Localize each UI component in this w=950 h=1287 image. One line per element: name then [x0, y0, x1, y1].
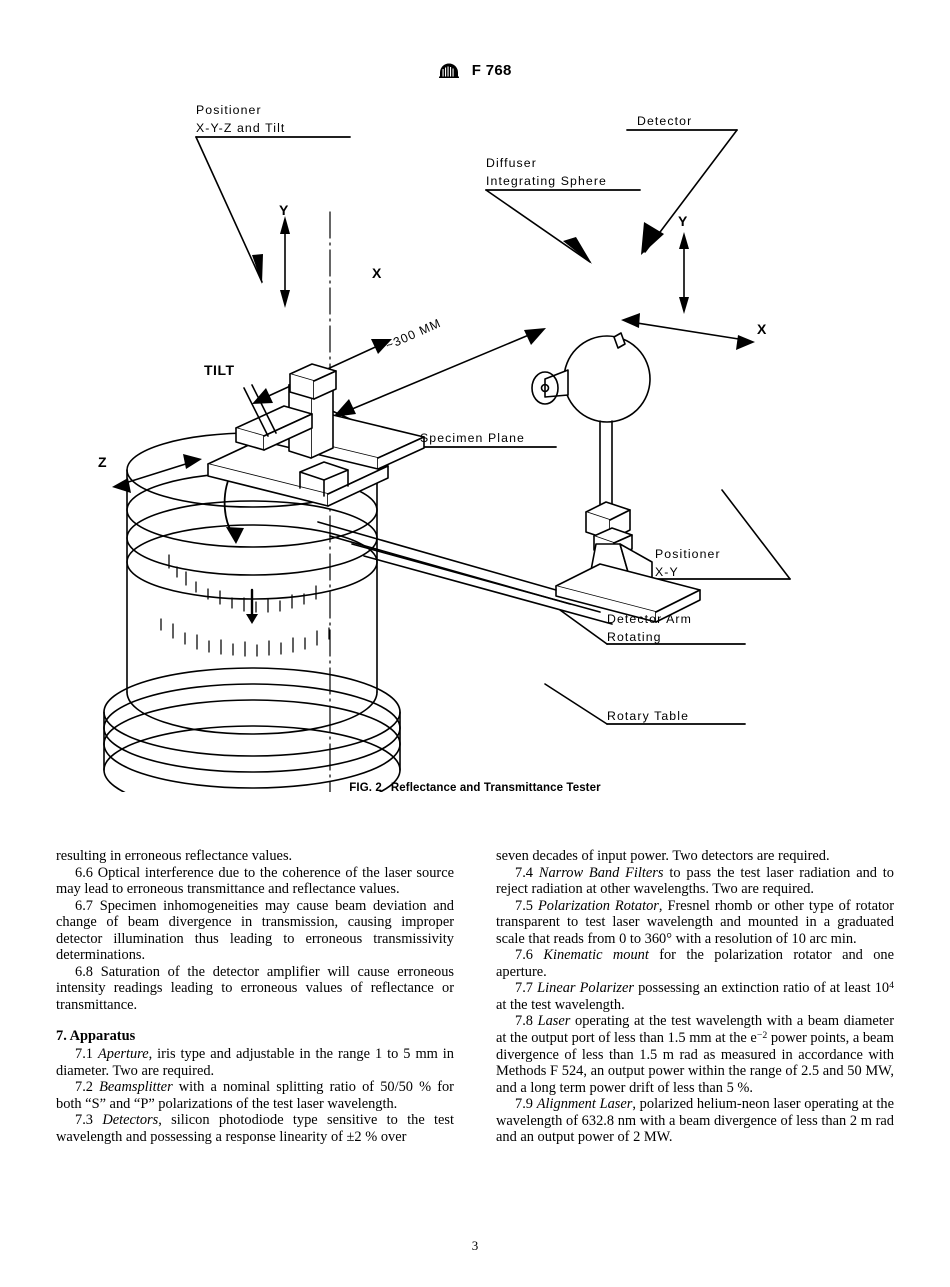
section-heading-title: Apparatus [69, 1028, 136, 1045]
paragraph-7-3: 7.3 Detectors, silicon photodiode type s… [56, 1112, 454, 1145]
label-positioner-xy-line1: Positioner [655, 547, 721, 561]
label-detector: Detector [637, 114, 692, 128]
paragraph-6-8: 6.8 Saturation of the detector amplifier… [56, 964, 454, 1014]
paragraph-7-2: 7.2 Beamsplitter with a nominal splittin… [56, 1079, 454, 1112]
label-detector-arm-line1: Detector Arm [607, 612, 692, 626]
superscript-exponent-minus-2: −2 [756, 1029, 768, 1041]
paragraph-6-7: 6.7 Specimen inhomogeneities may cause b… [56, 898, 454, 964]
label-tilt: TILT [204, 362, 235, 378]
term-polarization-rotator: Polarization Rotator [537, 897, 659, 914]
standard-number: F 768 [471, 62, 512, 79]
paragraph-6-6: 6.6 Optical interference due to the cohe… [56, 865, 454, 898]
paragraph-continuation-right: seven decades of input power. Two detect… [496, 848, 830, 864]
paragraph-7-7: 7.7 Linear Polarizer possessing an extin… [496, 980, 894, 1013]
section-number-7-5: 7.5 [515, 897, 533, 914]
paragraph-7-4: 7.4 Narrow Band Filters to pass the test… [496, 865, 894, 898]
term-aperture: Aperture [97, 1046, 149, 1063]
section-text-7-1: , iris type and adjustable in the range … [56, 1046, 454, 1079]
label-positioner-xyz-line1: Positioner [196, 103, 262, 117]
section-number-7-7: 7.7 [515, 980, 533, 997]
term-laser: Laser [537, 1013, 571, 1030]
term-beamsplitter: Beamsplitter [99, 1079, 173, 1096]
label-specimen-plane: Specimen Plane [420, 431, 525, 445]
label-positioner-xy-line2: X-Y [655, 565, 679, 579]
term-alignment-laser: Alignment Laser [536, 1096, 633, 1113]
section-text-7-2: with a nominal splitting ratio of 50/50 … [56, 1079, 454, 1112]
axis-x-right: X [757, 321, 767, 337]
section-text-6-7: Specimen inhomogeneities may cause beam … [56, 897, 454, 964]
figure-caption-title: Reflectance and Transmittance Tester [390, 782, 601, 794]
term-detectors: Detectors [102, 1112, 159, 1129]
label-distance-300mm: ~300 MM [384, 316, 444, 353]
axis-z-left: Z [98, 454, 107, 470]
section-number-7-2: 7.2 [75, 1079, 93, 1096]
section-number-7-4: 7.4 [515, 864, 533, 881]
label-diffuser-line2: Integrating Sphere [486, 174, 607, 188]
section-text-6-6: Optical interference due to the coherenc… [56, 864, 454, 898]
section-text-6-8: Saturation of the detector amplifier wil… [56, 963, 454, 1013]
paragraph-7-6: 7.6 Kinematic mount for the polarization… [496, 947, 894, 980]
page-number: 3 [471, 1238, 479, 1253]
paragraph-7-8: 7.8 Laser operating at the test waveleng… [496, 1013, 894, 1096]
axis-x-left: X [372, 265, 382, 281]
section-text-7-5: , Fresnel rhomb or other type of rotator… [496, 897, 894, 947]
paragraph-7-9: 7.9 Alignment Laser, polarized helium-ne… [496, 1096, 894, 1146]
figure-caption: FIG. 2 Reflectance and Transmittance Test… [0, 782, 950, 794]
section-heading-number: 7. [56, 1028, 67, 1045]
section-number-7-9: 7.9 [515, 1096, 533, 1113]
section-heading-apparatus: 7. Apparatus [56, 1028, 454, 1045]
label-diffuser-line1: Diffuser [486, 156, 537, 170]
section-number-7-6: 7.6 [515, 947, 533, 964]
label-detector-arm-line2: Rotating [607, 630, 662, 644]
section-text-7-6: for the polarization rotator and one ape… [496, 947, 894, 980]
section-text-7-8-b: power points, a beam divergence of less … [496, 1030, 895, 1096]
section-number-6-8: 6.8 [75, 963, 93, 980]
section-text-7-7-a: possessing an extinction ratio of at lea… [633, 980, 890, 997]
section-number-7-1: 7.1 [75, 1046, 93, 1063]
label-rotary-table: Rotary Table [607, 709, 689, 723]
paragraph-7-5: 7.5 Polarization Rotator, Fresnel rhomb … [496, 898, 894, 948]
body-columns: resulting in erroneous reflectance value… [56, 848, 894, 1146]
section-number-6-7: 6.7 [75, 897, 93, 914]
term-narrow-band-filters: Narrow Band Filters [538, 864, 664, 881]
figure-caption-number: FIG. 2 [349, 782, 382, 794]
section-number-7-3: 7.3 [75, 1112, 93, 1129]
astm-logo-icon [438, 63, 460, 83]
paragraph-7-1: 7.1 Aperture, iris type and adjustable i… [56, 1046, 454, 1079]
section-text-7-8-a: operating at the test wavelength with a … [496, 1013, 894, 1047]
right-column: seven decades of input power. Two detect… [496, 848, 894, 1146]
section-text-7-9: , polarized helium-neon laser operating … [496, 1096, 894, 1146]
axis-y-right: Y [678, 213, 688, 229]
paragraph-continuation: resulting in erroneous reflectance value… [56, 848, 293, 864]
section-number-7-8: 7.8 [515, 1013, 533, 1030]
left-column: resulting in erroneous reflectance value… [56, 848, 454, 1145]
superscript-exponent-4: 4 [889, 980, 894, 992]
axis-y-left: Y [279, 202, 289, 218]
term-kinematic-mount: Kinematic mount [543, 947, 649, 964]
page-header: F 768 [0, 62, 950, 83]
term-linear-polarizer: Linear Polarizer [537, 980, 634, 997]
section-text-7-4: to pass the test laser radiation and to … [496, 864, 894, 898]
label-positioner-xyz-line2: X-Y-Z and Tilt [196, 121, 285, 135]
section-text-7-7-b: at the test wavelength. [496, 996, 625, 1013]
section-text-7-3: , silicon photodiode type sensitive to t… [56, 1112, 454, 1145]
figure-2-diagram: Positioner X-Y-Z and Tilt Detector Diffu… [0, 92, 950, 792]
section-number-6-6: 6.6 [75, 864, 93, 881]
